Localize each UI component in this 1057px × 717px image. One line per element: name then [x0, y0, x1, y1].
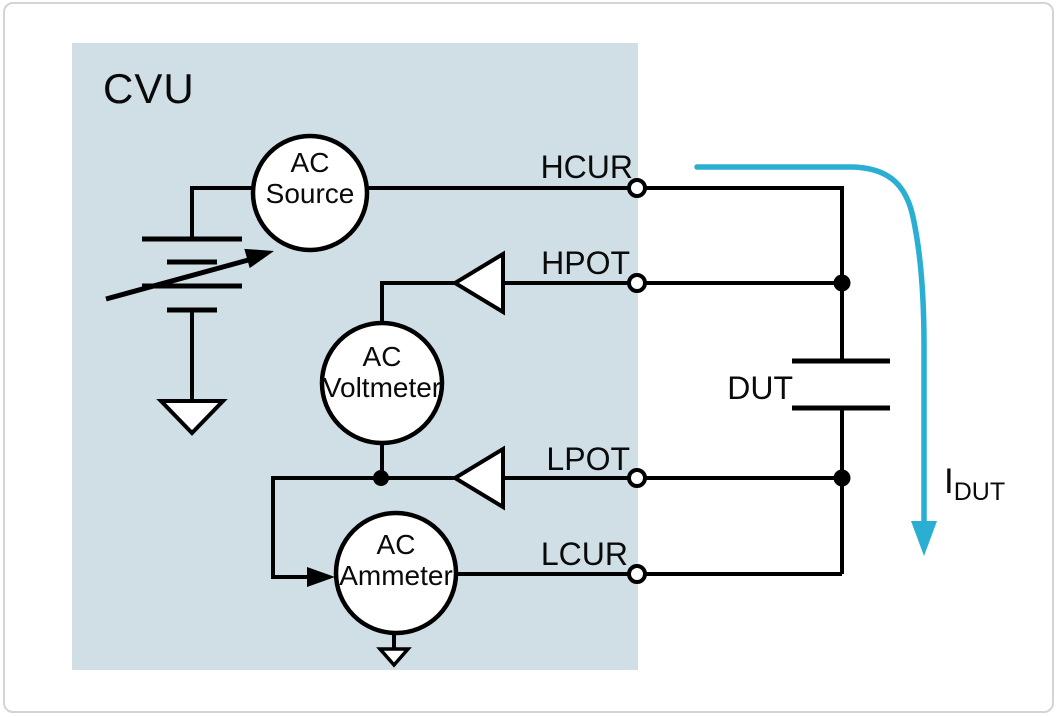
ammeter-input-arrow-icon: [307, 567, 335, 587]
terminal-node-icon-lcur: [627, 564, 647, 584]
ac-voltmeter-circle: [319, 320, 445, 446]
cvu-title: CVU: [103, 65, 195, 112]
junction-dot-icon: [833, 274, 851, 292]
ac-ammeter-label: AC Ammeter: [339, 529, 453, 591]
ac-source-circle: [250, 133, 370, 253]
terminal-node-icon-hcur: [627, 178, 647, 198]
idut-subscript: DUT: [953, 478, 1006, 506]
terminal-node-icon-hpot: [627, 273, 647, 293]
idut-label: IDUT: [944, 462, 1006, 506]
ground-icon: [156, 399, 228, 436]
ammeter-ground-icon: [376, 633, 412, 668]
ac-voltmeter-label: AC Voltmeter: [322, 341, 442, 403]
battery-variable-icon: [105, 236, 274, 313]
wire-buffer-to-voltmeter: [380, 281, 455, 324]
terminal-label-hcur: HCUR: [540, 149, 633, 185]
junction-dot-icon: [833, 469, 851, 487]
wire-lpot-to-ammeter: [271, 476, 455, 579]
terminal-node-icon-lpot: [627, 468, 647, 488]
buffer-amplifier-icon-lpot: [451, 445, 505, 511]
buffer-amplifier-icon-hpot: [451, 250, 505, 316]
capacitor-icon: [792, 358, 890, 411]
junction-dot-icon: [373, 470, 389, 486]
terminal-label-lcur: LCUR: [540, 536, 628, 572]
wire-hcur: [368, 186, 844, 361]
terminal-label-hpot: HPOT: [541, 245, 630, 281]
current-flow-arrow-icon: [694, 164, 937, 556]
wire-source-to-battery: [190, 186, 253, 239]
ac-source-label: AC Source: [265, 147, 355, 209]
wires: [190, 186, 844, 579]
terminal-label-lpot: LPOT: [546, 441, 630, 477]
dut-label: DUT: [727, 370, 793, 406]
